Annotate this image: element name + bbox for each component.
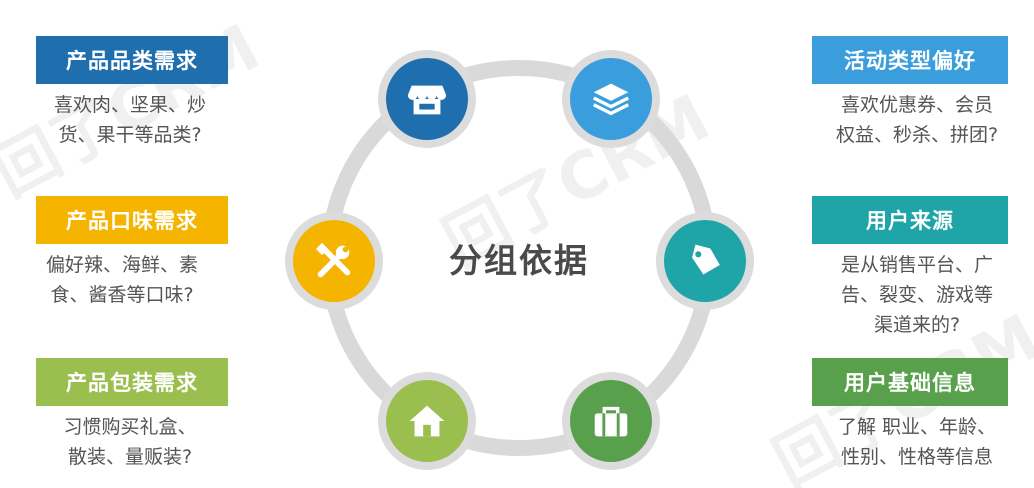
desc-line: 食、酱香等口味? [50, 284, 194, 306]
desc-line: 渠道来的? [873, 314, 961, 336]
bag-icon [594, 406, 628, 437]
node-store [378, 50, 476, 148]
desc-activity-preference: 喜欢优惠券、会员 权益、秒杀、拼团? [806, 90, 1028, 150]
label-product-taste: 产品口味需求 [36, 196, 228, 244]
tag-icon [692, 244, 720, 275]
desc-line: 性别、性格等信息 [840, 446, 993, 468]
store-icon [407, 85, 447, 115]
label-activity-preference: 活动类型偏好 [812, 36, 1008, 84]
desc-line: 喜欢肉、坚果、炒 [53, 94, 206, 116]
desc-line: 喜欢优惠券、会员 [840, 94, 993, 116]
desc-line: 习惯购买礼盒、 [63, 416, 197, 438]
label-product-packaging: 产品包装需求 [36, 358, 228, 406]
tools-icon [315, 242, 351, 278]
node-layers [562, 50, 660, 148]
label-product-category: 产品品类需求 [36, 36, 228, 84]
desc-line: 告、裂变、游戏等 [840, 284, 993, 306]
desc-line: 了解 职业、年龄、 [837, 416, 997, 438]
desc-line: 货、果干等品类? [58, 124, 202, 146]
node-home [378, 372, 476, 470]
desc-product-packaging: 习惯购买礼盒、 散装、量贩装? [20, 412, 240, 472]
node-tag [656, 212, 754, 310]
label-user-source: 用户来源 [812, 196, 1008, 244]
desc-user-basic-info: 了解 职业、年龄、 性别、性格等信息 [806, 412, 1028, 472]
desc-product-taste: 偏好辣、海鲜、素 食、酱香等口味? [12, 250, 232, 310]
node-tools [285, 212, 383, 310]
label-user-basic-info: 用户基础信息 [812, 358, 1008, 406]
layers-icon [592, 83, 630, 116]
desc-line: 散装、量贩装? [67, 446, 193, 468]
desc-product-category: 喜欢肉、坚果、炒 货、果干等品类? [20, 90, 240, 150]
desc-line: 偏好辣、海鲜、素 [45, 254, 198, 276]
node-bag [562, 372, 660, 470]
desc-line: 权益、秒杀、拼团? [835, 124, 999, 146]
home-icon [409, 405, 445, 437]
desc-user-source: 是从销售平台、广 告、裂变、游戏等 渠道来的? [806, 250, 1028, 340]
center-title: 分组依据 [449, 241, 589, 280]
desc-line: 是从销售平台、广 [840, 254, 993, 276]
